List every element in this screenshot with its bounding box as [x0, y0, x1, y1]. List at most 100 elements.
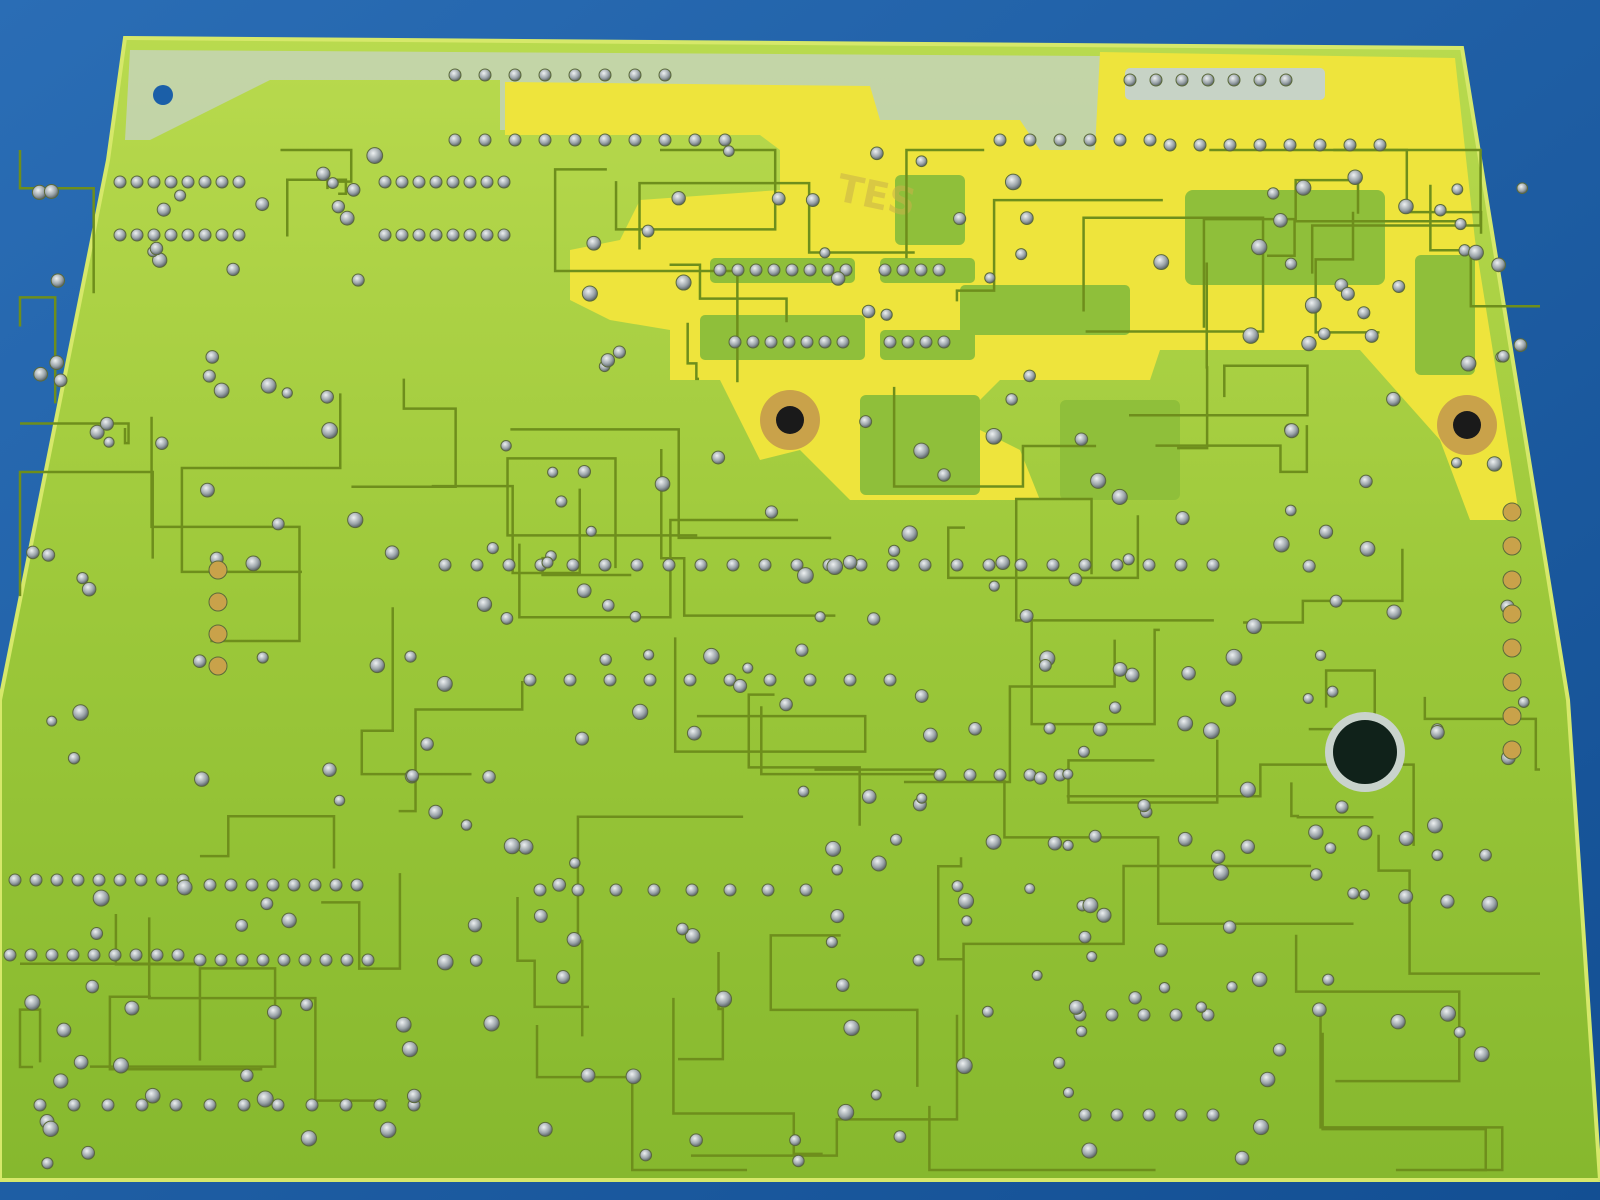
solder-pad	[226, 262, 240, 277]
solder-pad	[41, 1157, 54, 1170]
solder-pad	[412, 228, 426, 242]
solder-pad	[467, 917, 483, 933]
solder-pad	[147, 228, 161, 242]
solder-pad	[478, 68, 492, 82]
solder-pad	[1046, 558, 1060, 572]
solder-pad	[1326, 685, 1339, 698]
solder-pad	[150, 948, 164, 962]
solder-pad	[1329, 594, 1343, 608]
solder-pad	[795, 643, 809, 657]
solder-pad	[113, 175, 127, 189]
solder-pad	[26, 545, 40, 560]
solder-pad	[319, 953, 333, 967]
solder-pad	[1212, 864, 1230, 881]
solder-pad	[169, 1098, 183, 1112]
trace	[1082, 216, 1265, 333]
solder-pad	[1078, 558, 1092, 572]
solder-pad	[339, 1098, 353, 1112]
solder-pad	[988, 580, 1000, 592]
solder-pad	[1053, 1056, 1066, 1070]
trace	[660, 448, 836, 617]
solder-pad	[1177, 831, 1193, 847]
trace	[955, 198, 1163, 302]
solder-pad	[1267, 187, 1280, 200]
solder-pad	[1252, 1118, 1270, 1136]
solder-pad	[144, 1087, 161, 1104]
solder-pad	[1358, 889, 1370, 901]
solder-pad	[984, 272, 996, 284]
trace	[747, 693, 861, 826]
solder-pad	[676, 922, 689, 936]
solder-pad	[580, 1067, 596, 1083]
solder-pad	[446, 228, 460, 242]
solder-pad	[1033, 771, 1048, 785]
solder-pad	[1222, 920, 1237, 934]
trace	[673, 637, 867, 753]
solder-pad	[469, 954, 483, 967]
solder-pad	[628, 68, 642, 82]
solder-pad	[797, 785, 810, 798]
solder-pad	[224, 878, 238, 892]
trace	[1319, 1004, 1504, 1172]
solder-pad	[675, 274, 692, 291]
solder-pad	[568, 68, 582, 82]
solder-pad	[1068, 572, 1083, 587]
solder-pad	[1175, 510, 1190, 526]
solder-pad	[883, 335, 897, 349]
solder-pad	[1398, 889, 1414, 905]
trace	[286, 178, 348, 237]
solder-pad	[72, 704, 89, 721]
solder-pad	[1373, 138, 1387, 152]
solder-pad	[1454, 218, 1467, 231]
trace	[1243, 548, 1404, 624]
solder-pad	[598, 558, 612, 572]
solder-pad	[202, 369, 216, 383]
solder-pad	[598, 133, 612, 147]
solder-pad	[1347, 169, 1363, 185]
solder-pad	[448, 68, 462, 82]
trace	[1314, 211, 1380, 334]
solder-pad	[1158, 981, 1171, 994]
solder-pad	[92, 889, 110, 907]
solder-pad	[99, 416, 114, 431]
solder-pad	[1019, 211, 1034, 225]
solder-pad	[556, 970, 571, 985]
solder-pad	[870, 146, 884, 161]
solder-pad	[208, 560, 228, 580]
solder-pad	[215, 228, 229, 242]
solder-pad	[1497, 350, 1510, 363]
solder-pad	[404, 650, 417, 663]
solder-pad	[235, 919, 249, 932]
solder-pad	[164, 228, 178, 242]
solder-pad	[1304, 296, 1322, 314]
solder-pad	[1240, 839, 1256, 854]
solder-pad	[45, 948, 59, 962]
solder-pad	[478, 133, 492, 147]
solder-pad	[480, 228, 494, 242]
solder-pad	[460, 819, 473, 831]
solder-pad	[339, 210, 355, 226]
solder-pad	[913, 442, 930, 459]
solder-pad	[799, 883, 813, 897]
trace	[614, 148, 777, 231]
solder-pad	[821, 263, 835, 277]
solder-pad	[612, 345, 626, 359]
solder-pad	[843, 1019, 860, 1037]
trace	[892, 386, 1097, 488]
solder-pad	[331, 199, 346, 214]
solder-pad	[1313, 138, 1327, 152]
solder-pad	[1124, 667, 1140, 683]
solder-pad	[1153, 254, 1170, 271]
trace	[18, 296, 57, 404]
solder-pad	[1359, 474, 1373, 489]
solder-pad	[671, 191, 686, 206]
solder-pad	[826, 558, 844, 576]
solder-pad	[576, 583, 592, 599]
solder-pad	[1486, 456, 1503, 472]
solder-pad	[232, 175, 246, 189]
solder-pad	[1343, 138, 1357, 152]
solder-pad	[476, 596, 493, 612]
solder-pad	[1092, 721, 1108, 737]
solder-pad	[914, 689, 929, 703]
